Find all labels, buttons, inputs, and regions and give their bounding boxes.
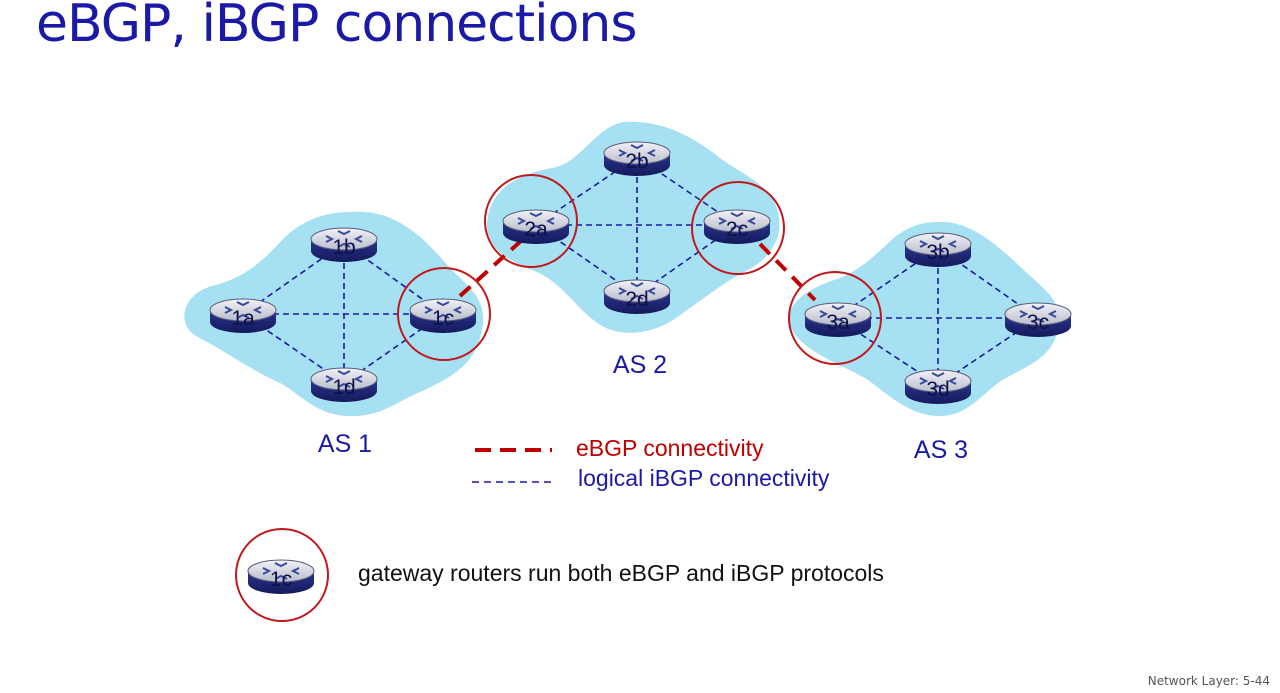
gateway-circle-2c: [691, 181, 785, 275]
router-3a: 3a: [804, 302, 872, 338]
router-label: 3a: [826, 311, 850, 334]
router-3c: 3c: [1004, 302, 1072, 338]
router-2b: 2b: [603, 141, 671, 177]
router-label: 3c: [1027, 311, 1049, 334]
router-label: 1c: [432, 307, 454, 330]
ebgp-links: [458, 238, 817, 302]
as3-cloud: [788, 221, 1060, 416]
router-1d: 1d: [310, 367, 378, 403]
router-label: 2b: [625, 150, 648, 173]
gateway-note: 1c gateway routers run both eBGP and iBG…: [235, 528, 884, 622]
router-2c: 2c: [703, 209, 771, 245]
slide-footer: Network Layer: 5-44: [1147, 674, 1270, 688]
as1-label: AS 1: [318, 430, 372, 458]
router-1a: 1a: [209, 298, 277, 334]
as2-cloud: [487, 121, 780, 333]
gateway-circle-2a: [484, 174, 578, 268]
router-label: 2c: [726, 218, 748, 241]
note-router: 1c: [247, 559, 315, 595]
legend-ebgp-label: eBGP connectivity: [576, 435, 764, 461]
router-label: 1a: [231, 307, 255, 330]
legend: eBGP connectivity logical iBGP connectiv…: [472, 435, 830, 491]
router-label: 2d: [625, 288, 648, 311]
gateway-circle-1c: [397, 267, 491, 361]
note-text: gateway routers run both eBGP and iBGP p…: [358, 560, 884, 586]
legend-ibgp-label: logical iBGP connectivity: [578, 465, 830, 491]
as3-label: AS 3: [914, 436, 968, 464]
note-gateway-circle: [235, 528, 329, 622]
router-label: 1d: [332, 376, 355, 399]
router-1b: 1b: [310, 227, 378, 263]
router-2d: 2d: [603, 279, 671, 315]
page-title: eBGP, iBGP connections: [36, 0, 637, 54]
router-2a: 2a: [502, 209, 570, 245]
router-label: 3b: [926, 241, 949, 264]
router-3b: 3b: [904, 232, 972, 268]
router-label: 1c: [270, 568, 292, 591]
as2-label: AS 2: [613, 351, 667, 379]
router-label: 2a: [524, 218, 548, 241]
router-label: 1b: [332, 236, 355, 259]
router-3d: 3d: [904, 369, 972, 405]
router-label: 3d: [926, 378, 949, 401]
gateway-circle-3a: [788, 271, 882, 365]
gateway-circles: [397, 174, 882, 365]
router-1c: 1c: [409, 298, 477, 334]
